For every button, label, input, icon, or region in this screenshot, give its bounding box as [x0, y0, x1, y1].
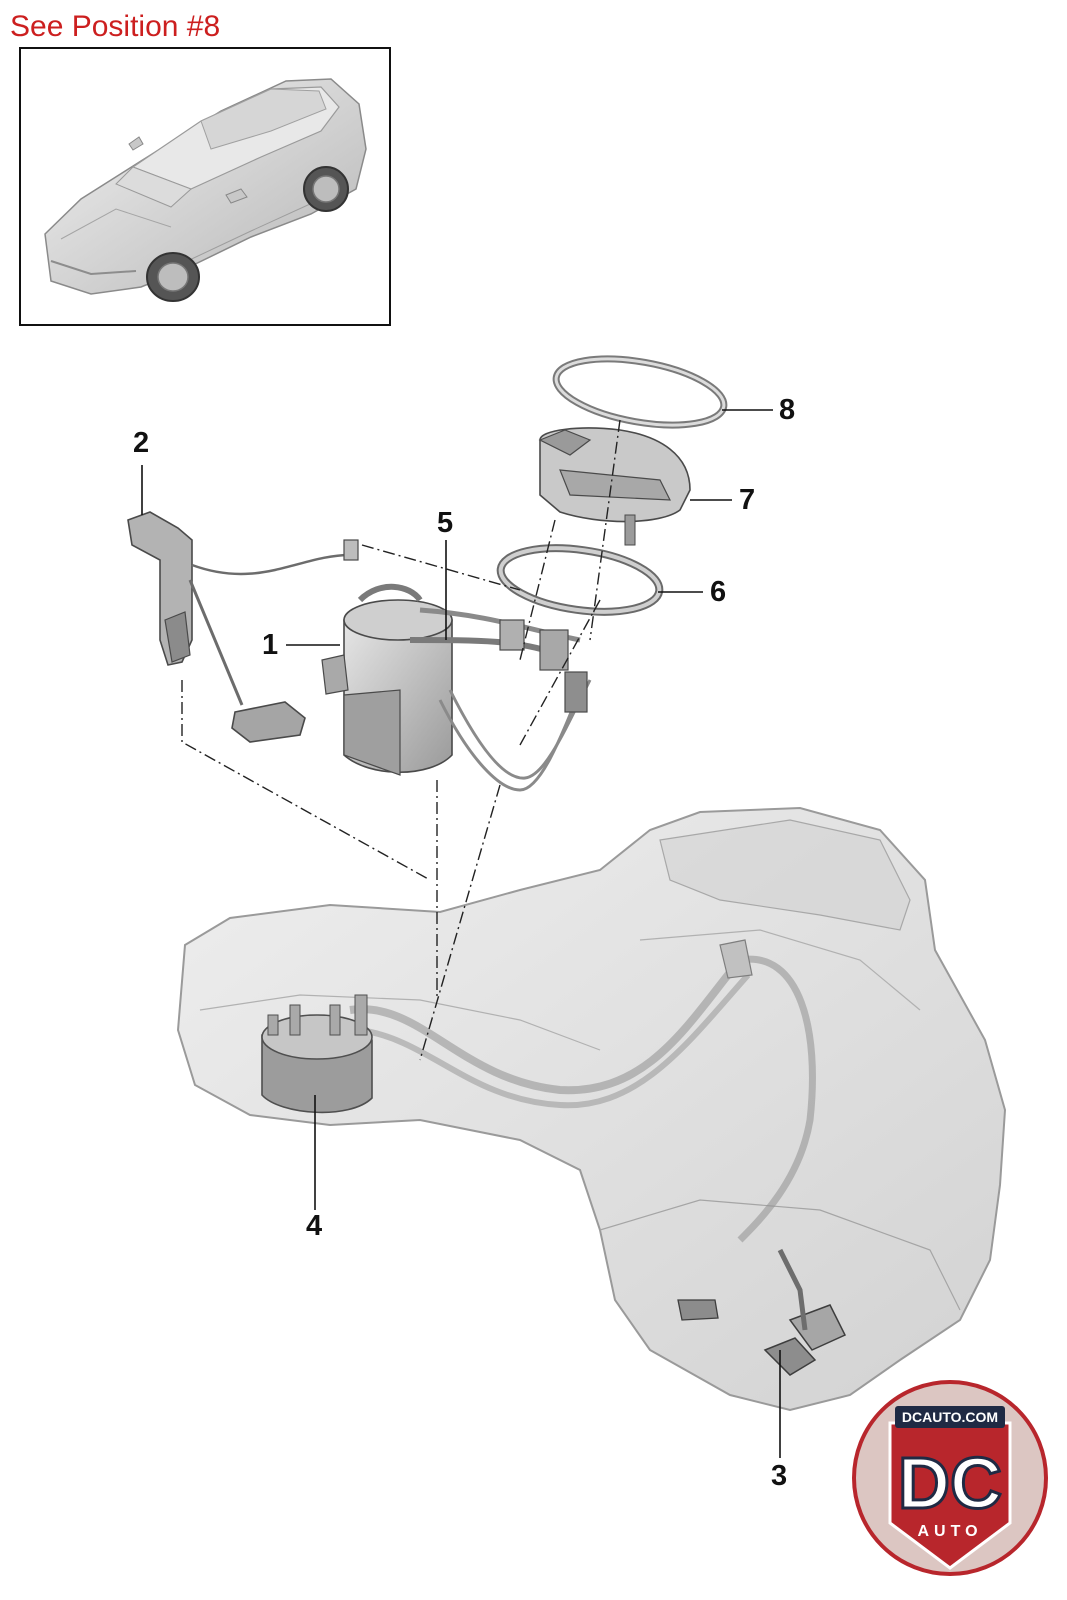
- callout-3: 3: [771, 1460, 788, 1492]
- fuel-tank: [176, 806, 1007, 1412]
- callout-8: 8: [779, 394, 796, 426]
- vehicle-inset: [19, 47, 391, 326]
- part-3-bracket: [677, 1248, 847, 1376]
- callout-5: 5: [437, 507, 454, 539]
- part-4-reservoir-housing: [261, 994, 373, 1114]
- part-2-level-sender: [127, 511, 359, 743]
- part-1-pump-module: [321, 583, 592, 792]
- assembly-lines: [181, 419, 621, 1061]
- leader-lines: [141, 409, 781, 1458]
- logo-monogram: DC: [898, 1444, 1002, 1524]
- logo-domain-text: DCAUTO.COM: [902, 1409, 998, 1425]
- callout-1: 1: [262, 629, 279, 661]
- part-8-lock-ring: [552, 355, 728, 429]
- callout-6: 6: [710, 576, 727, 608]
- callout-4: 4: [306, 1210, 323, 1242]
- callout-7: 7: [739, 484, 756, 516]
- callout-2: 2: [133, 427, 150, 459]
- reference-note: See Position #8: [10, 10, 221, 43]
- dcauto-watermark-logo: DCAUTO.COM DC AUTO: [852, 1380, 1048, 1576]
- part-7-flange: [538, 427, 691, 546]
- vehicle-illustration: [44, 78, 367, 302]
- part-6-seal-ring: [496, 544, 664, 616]
- logo-subtext: AUTO: [917, 1523, 982, 1540]
